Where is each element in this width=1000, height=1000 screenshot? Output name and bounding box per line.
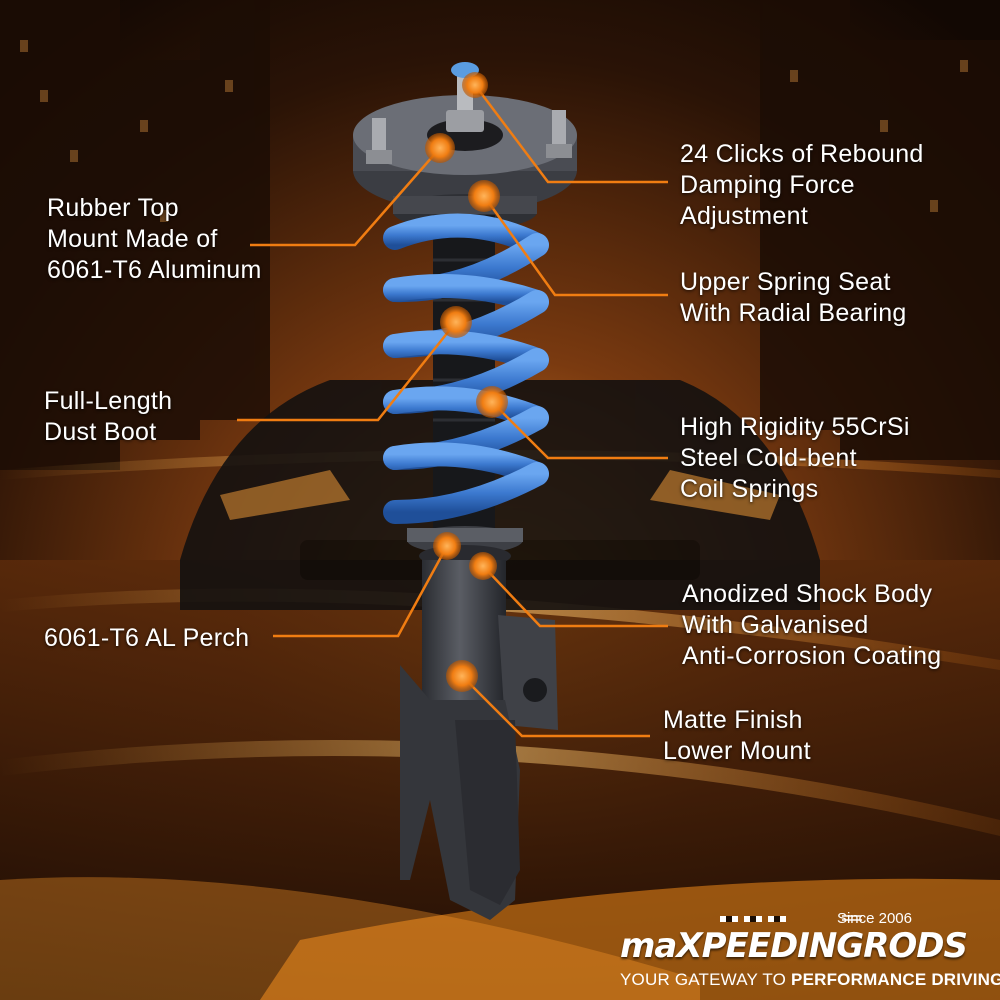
callout-rebound-adjustment: 24 Clicks of Rebound Damping Force Adjus… bbox=[680, 139, 924, 232]
callout-top-mount: Rubber Top Mount Made of 6061-T6 Aluminu… bbox=[47, 193, 262, 286]
logo-tagline-plain: YOUR GATEWAY TO bbox=[620, 970, 792, 989]
callout-line: Upper Spring Seat bbox=[680, 268, 891, 296]
callout-line: Anodized Shock Body bbox=[682, 580, 933, 608]
logo-tagline: YOUR GATEWAY TO PERFORMANCE DRIVING bbox=[620, 970, 1000, 990]
callout-shock-body: Anodized Shock Body With Galvanised Anti… bbox=[682, 579, 942, 672]
callout-line: Matte Finish bbox=[663, 706, 803, 734]
callout-line: 6061-T6 Aluminum bbox=[47, 256, 262, 284]
brand-logo: Since 2006 maXPEEDINGRODS YOUR GATEWAY T… bbox=[618, 908, 1000, 998]
callout-line: Coil Springs bbox=[680, 475, 819, 503]
callout-line: Damping Force bbox=[680, 171, 855, 199]
callout-perch: 6061-T6 AL Perch bbox=[44, 623, 249, 654]
callout-line: High Rigidity 55CrSi bbox=[680, 413, 910, 441]
logo-brand-pre: maX bbox=[620, 926, 703, 966]
callout-line: 24 Clicks of Rebound bbox=[680, 140, 924, 168]
logo-since-text: Since 2006 bbox=[836, 910, 912, 927]
callout-line: Mount Made of bbox=[47, 225, 218, 253]
callout-line: Lower Mount bbox=[663, 737, 811, 765]
callout-lower-mount: Matte Finish Lower Mount bbox=[663, 705, 811, 767]
logo-wordmark: maXPEEDINGRODS bbox=[620, 926, 968, 966]
callout-line: With Galvanised bbox=[682, 611, 869, 639]
callout-line: With Radial Bearing bbox=[680, 299, 907, 327]
logo-brand-post: PEEDINGRODS bbox=[701, 926, 968, 966]
callout-line: Steel Cold-bent bbox=[680, 444, 857, 472]
logo-tagline-bold: PERFORMANCE DRIVING bbox=[791, 970, 1000, 989]
callout-line: Adjustment bbox=[680, 202, 809, 230]
callout-line: Rubber Top bbox=[47, 194, 179, 222]
callout-coil-springs: High Rigidity 55CrSi Steel Cold-bent Coi… bbox=[680, 412, 910, 505]
callout-dust-boot: Full-Length Dust Boot bbox=[44, 386, 172, 448]
callout-line: Full-Length bbox=[44, 387, 173, 415]
callout-line: 6061-T6 AL Perch bbox=[44, 624, 250, 652]
callout-upper-spring-seat: Upper Spring Seat With Radial Bearing bbox=[680, 267, 907, 329]
callout-line: Dust Boot bbox=[44, 418, 157, 446]
callout-line: Anti-Corrosion Coating bbox=[682, 642, 942, 670]
